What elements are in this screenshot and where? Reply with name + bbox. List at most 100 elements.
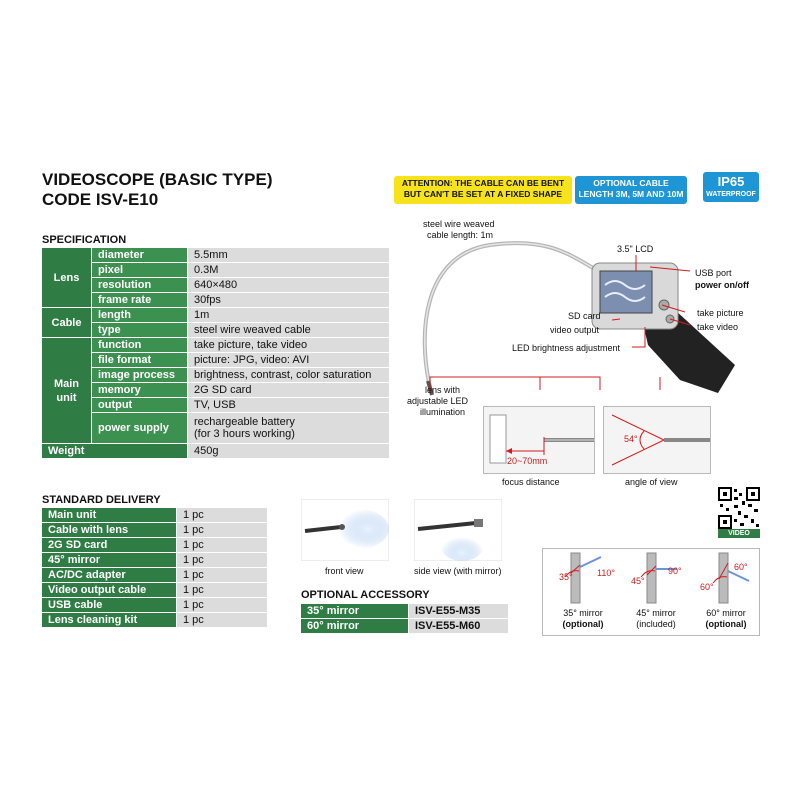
view-angle: 54° — [624, 434, 638, 444]
power-label: power on/off — [695, 280, 749, 290]
weight-label: Weight — [41, 443, 188, 459]
spec-label: pixel — [91, 262, 188, 278]
lens-label: lens with adjustable LED illumination — [407, 385, 468, 418]
qr-code-icon[interactable] — [718, 487, 760, 529]
take-video-label: take video — [697, 322, 739, 332]
table-row: image process brightness, contrast, colo… — [42, 367, 390, 383]
ip-waterproof: WATERPROOF — [706, 191, 756, 198]
video-output-label: video output — [550, 325, 600, 335]
spec-value: rechargeable battery (for 3 hours workin… — [187, 412, 390, 444]
mirror-35-status: (optional) — [562, 619, 604, 629]
attention-line-1: ATTENTION: THE CABLE CAN BE BENT — [401, 178, 565, 188]
spec-label: diameter — [91, 247, 188, 263]
spec-label: type — [91, 322, 188, 338]
spec-label: file format — [91, 352, 188, 368]
mirror-60-caption: 60° mirror (optional) — [696, 608, 756, 630]
spec-value: TV, USB — [187, 397, 390, 413]
title-line-1: VIDEOSCOPE (BASIC TYPE) — [42, 170, 273, 189]
cable-note-1: steel wire weaved — [423, 219, 495, 229]
spec-value: 5.5mm — [187, 247, 390, 263]
lcd-screen — [599, 270, 653, 314]
specification-table: Lens diameter 5.5mm pixel 0.3M resolutio… — [41, 247, 390, 459]
mirror-60-status: (optional) — [705, 619, 747, 629]
delivery-item: Cable with lens — [41, 522, 177, 538]
focus-diagram — [489, 414, 594, 464]
mirror-35-caption: 35° mirror (optional) — [553, 608, 613, 630]
videoscope-device-illustration — [422, 241, 735, 396]
spec-value: 640×480 — [187, 277, 390, 293]
group-lens: Lens — [41, 247, 92, 308]
delivery-heading: STANDARD DELIVERY — [42, 494, 161, 506]
mirror-45-name: 45° mirror — [636, 608, 676, 618]
mirror-45-angle-b: 90° — [668, 566, 682, 576]
delivery-item: AC/DC adapter — [41, 567, 177, 583]
lens-label-3: illumination — [420, 407, 466, 417]
accessory-item: 60° mirror — [300, 618, 409, 634]
spec-value: take picture, take video — [187, 337, 390, 353]
device-handle — [640, 310, 735, 393]
spec-value: 1m — [187, 307, 390, 323]
sd-card-label: SD card — [568, 311, 601, 321]
delivery-qty: 1 pc — [176, 597, 268, 613]
cable-highlight — [423, 242, 606, 388]
table-row: Lens diameter 5.5mm — [41, 247, 390, 308]
usb-port-label: USB port — [695, 268, 732, 278]
mirror-35-name: 35° mirror — [563, 608, 603, 618]
screen-image — [604, 280, 646, 302]
table-row: Cable length 1m — [41, 307, 390, 338]
mirror-60-name: 60° mirror — [706, 608, 746, 618]
front-view-image — [301, 499, 389, 561]
title-line-2: CODE ISV-E10 — [42, 190, 159, 209]
delivery-qty: 1 pc — [176, 537, 268, 553]
delivery-item: Main unit — [41, 507, 177, 523]
table-row: power supply rechargeable battery (for 3… — [42, 412, 390, 444]
mirror-45-caption: 45° mirror (included) — [626, 608, 686, 630]
mirror-45 — [640, 552, 677, 604]
side-view-caption: side view (with mirror) — [414, 566, 502, 576]
spec-label: memory — [91, 382, 188, 398]
mirror-35-angle-a: 35° — [559, 572, 573, 582]
take-picture-button — [658, 299, 670, 311]
spec-value: 30fps — [187, 292, 390, 308]
weight-value: 450g — [187, 443, 390, 459]
mirror-60-angle-b: 60° — [734, 562, 748, 572]
led-adjust-label: LED brightness adjustment — [512, 343, 621, 353]
delivery-qty: 1 pc — [176, 612, 268, 628]
spec-label: power supply — [91, 412, 188, 444]
specification-heading: SPECIFICATION — [42, 234, 127, 246]
main-unit-label: Main unit — [53, 377, 80, 404]
delivery-qty: 1 pc — [176, 507, 268, 523]
spec-value: brightness, contrast, color saturation — [187, 367, 390, 383]
mirror-35-angle-b: 110° — [597, 568, 615, 578]
delivery-qty: 1 pc — [176, 567, 268, 583]
mirror-45-status: (included) — [636, 619, 676, 629]
table-row: Main unit function take picture, take vi… — [41, 337, 390, 444]
optional-cable-badge: OPTIONAL CABLE LENGTH 3M, 5M AND 10M — [575, 176, 687, 204]
table-row: type steel wire weaved cable — [42, 322, 390, 338]
spec-value: steel wire weaved cable — [187, 322, 390, 338]
accessory-item: 35° mirror — [300, 603, 409, 619]
mirror-45-angle-a: 45° — [631, 576, 645, 586]
mirror-60-angle-a: 60° — [700, 582, 714, 592]
focus-range: 20~70mm — [507, 456, 548, 466]
accessory-code: ISV-E55-M35 — [408, 603, 509, 619]
delivery-item: USB cable — [41, 597, 177, 613]
focus-caption: focus distance — [502, 477, 560, 487]
page-title: VIDEOSCOPE (BASIC TYPE) CODE ISV-E10 — [42, 170, 272, 210]
lens-label-1: lens with — [425, 385, 461, 395]
qr-video-label: VIDEO — [718, 529, 760, 538]
take-picture-label: take picture — [697, 308, 744, 318]
table-row: file format picture: JPG, video: AVI — [42, 352, 390, 368]
spec-label: output — [91, 397, 188, 413]
delivery-qty: 1 pc — [176, 552, 268, 568]
power-supply-line-1: rechargeable battery — [194, 416, 295, 428]
spec-label: length — [91, 307, 188, 323]
